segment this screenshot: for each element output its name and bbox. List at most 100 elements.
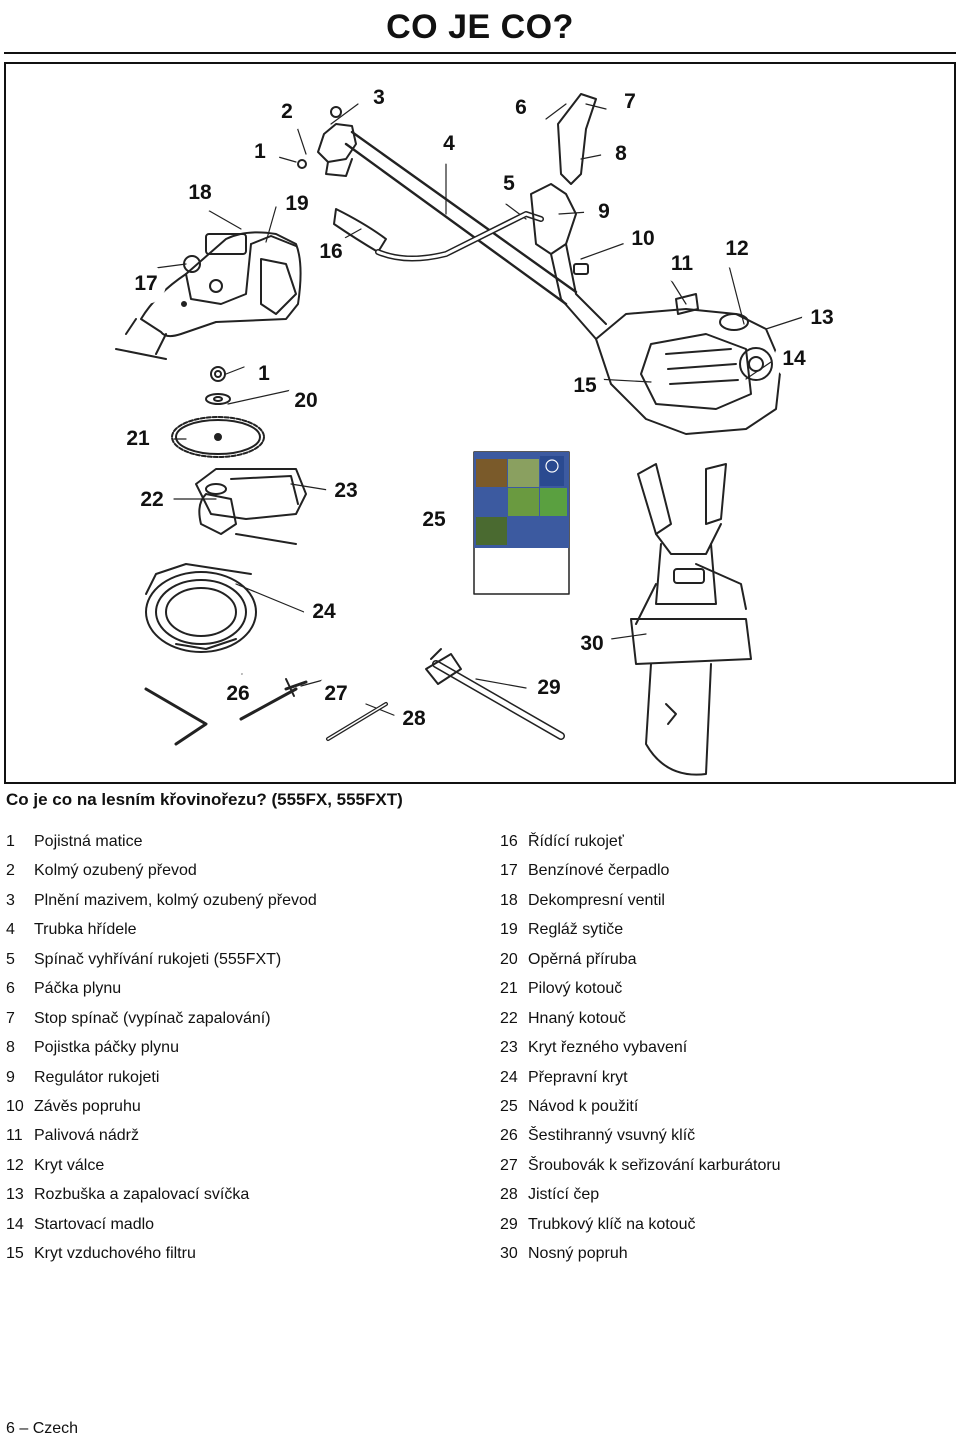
part-label: Řídící rukojeť — [528, 833, 624, 850]
part-number: 11 — [6, 1127, 23, 1145]
part-number: 22 — [500, 1009, 518, 1027]
part-label: Hnaný kotouč — [528, 1009, 626, 1027]
part-number: 1 — [6, 833, 15, 850]
part-label: Stop spínač (vypínač zapalování) — [34, 1009, 271, 1027]
part-label: Návod k použití — [528, 1097, 639, 1115]
part-label: Regláž sytiče — [528, 921, 624, 939]
callout-22: 22 — [132, 480, 172, 520]
part-label: Startovací madlo — [34, 1215, 155, 1233]
part-number: 6 — [6, 980, 15, 998]
callout-1b: 1 — [244, 354, 284, 394]
callout-25: 25 — [414, 500, 454, 540]
callout-18: 18 — [180, 173, 220, 213]
callout-4: 4 — [429, 124, 469, 164]
part-number: 2 — [6, 862, 15, 880]
part-number: 15 — [6, 1245, 24, 1263]
part-label: Páčka plynu — [34, 980, 122, 998]
list-item: 7 Stop spínač (vypínač zapalování) — [6, 1007, 317, 1036]
part-number: 5 — [6, 950, 15, 968]
part-label: Trubka hřídele — [34, 921, 137, 939]
part-label: Závěs popruhu — [34, 1097, 141, 1115]
part-number: 26 — [500, 1127, 518, 1145]
part-label: Pilový kotouč — [528, 980, 623, 998]
part-number: 28 — [500, 1186, 518, 1204]
callout-10: 10 — [623, 219, 663, 259]
list-item: 2 Kolmý ozubený převod — [6, 859, 317, 888]
engine-detail — [115, 231, 302, 360]
part-label: Pojistná matice — [34, 833, 143, 850]
callout-21: 21 — [118, 419, 158, 459]
part-number: 18 — [500, 891, 518, 909]
callout-23: 23 — [326, 471, 366, 511]
brushcutter-machine — [297, 93, 782, 435]
part-label: Šroubovák k seřizování karburátoru — [528, 1156, 781, 1174]
callout-5: 5 — [489, 164, 529, 204]
part-label: Dekompresní ventil — [528, 891, 665, 909]
callout-29: 29 — [529, 668, 569, 708]
callout-19: 19 — [277, 184, 317, 224]
callout-15: 15 — [565, 366, 605, 406]
list-item: 6 Páčka plynu — [6, 977, 317, 1006]
callout-8: 8 — [601, 134, 641, 174]
list-item: 1 Pojistná matice — [6, 830, 317, 859]
page-title: CO JE CO? — [386, 8, 574, 46]
callout-2: 2 — [267, 92, 307, 132]
parts-drawing — [115, 93, 804, 776]
manual-cover — [473, 451, 570, 595]
part-label: Kolmý ozubený převod — [34, 862, 197, 880]
part-number: 7 — [6, 1009, 15, 1027]
callout-6: 6 — [501, 88, 541, 128]
part-label: Palivová nádrž — [34, 1127, 139, 1145]
list-item: 16 Řídící rukojeť — [500, 830, 781, 859]
callout-7: 7 — [610, 82, 650, 122]
part-number: 20 — [500, 950, 518, 968]
list-item: 22 Hnaný kotouč — [500, 1007, 781, 1036]
part-label: Regulátor rukojeti — [34, 1068, 160, 1086]
callout-28: 28 — [394, 699, 434, 739]
callout-11: 11 — [662, 244, 702, 284]
list-item: 8 Pojistka páčky plynu — [6, 1036, 317, 1065]
part-number: 4 — [6, 921, 15, 939]
part-label: Pojistka páčky plynu — [34, 1039, 179, 1057]
part-label: Trubkový klíč na kotouč — [528, 1215, 696, 1233]
part-number: 16 — [500, 833, 518, 850]
callout-12: 12 — [717, 229, 757, 269]
list-item: 29 Trubkový klíč na kotouč — [500, 1213, 781, 1242]
callout-24: 24 — [304, 592, 344, 632]
section-heading: Co je co na lesním křovinořezu? (555FX, … — [6, 790, 403, 809]
part-number: 29 — [500, 1215, 518, 1233]
harness — [630, 463, 752, 776]
part-number: 9 — [6, 1068, 15, 1086]
part-label: Plnění mazivem, kolmý ozubený převod — [34, 891, 317, 909]
part-number: 10 — [6, 1097, 24, 1115]
part-label: Kryt válce — [34, 1156, 105, 1174]
part-number: 27 — [500, 1156, 518, 1174]
leader-lines — [147, 103, 804, 717]
part-number: 24 — [500, 1068, 518, 1086]
list-item: 10 Závěs popruhu — [6, 1095, 317, 1124]
transport-guard — [145, 563, 257, 653]
part-number: 13 — [6, 1186, 24, 1204]
callout-17: 17 — [126, 264, 166, 304]
part-number: 8 — [6, 1039, 15, 1057]
callout-30: 30 — [572, 624, 612, 664]
callout-1: 1 — [240, 132, 280, 172]
part-number: 17 — [500, 862, 518, 880]
list-item: 9 Regulátor rukojeti — [6, 1066, 317, 1095]
part-number: 23 — [500, 1039, 518, 1057]
part-label: Benzínové čerpadlo — [528, 862, 670, 880]
